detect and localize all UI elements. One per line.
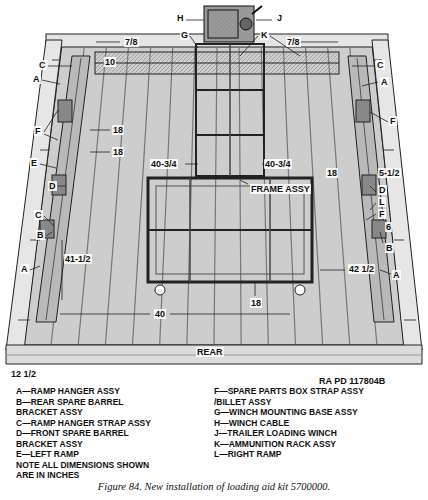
dimension-label: 40-3/4	[150, 159, 178, 169]
callout-letter: D	[48, 181, 57, 191]
key-entry: B—REAR SPARE BARREL BRACKET ASSY	[16, 397, 166, 418]
key-entry: E—LEFT RAMP	[16, 449, 166, 460]
key-entry: L—RIGHT RAMP	[214, 449, 379, 460]
key-entry: NOTE ALL DIMENSIONS SHOWN ARE IN INCHES	[16, 460, 166, 481]
callout-letter: 18	[112, 147, 124, 157]
callout-letter: 18	[112, 125, 124, 135]
callout-letter: 18	[326, 168, 338, 178]
dimension-label: 7/8	[124, 37, 139, 47]
key-entry: H—WINCH CABLE	[214, 418, 379, 429]
callout-letter: B	[385, 243, 394, 253]
key-entry: A—RAMP HANGER ASSY	[16, 386, 166, 397]
legend-column: F—SPARE PARTS BOX STRAP ASSY /BILLET ASS…	[214, 386, 414, 460]
callout-letter: 18	[250, 298, 262, 308]
callout-letter: C	[34, 210, 43, 220]
legend-column: A—RAMP HANGER ASSYB—REAR SPARE BARREL BR…	[16, 386, 201, 481]
key-entry: C—RAMP HANGER STRAP ASSY	[16, 418, 166, 429]
callout-letter: K	[260, 30, 269, 40]
callout-letter: C	[38, 60, 47, 70]
callout-letter: H	[176, 13, 185, 23]
callout-letter: L	[378, 197, 386, 207]
callout-letter: 6	[385, 222, 392, 232]
dimension-label: 5-1/2	[378, 168, 401, 178]
dimension-label: RA PD 117804B	[318, 376, 386, 386]
callout-letter: A	[32, 74, 41, 84]
dimension-label: 40-3/4	[264, 159, 292, 169]
dimension-label: REAR	[196, 347, 224, 357]
callout-letter: 40	[154, 309, 166, 319]
dimension-label: 41-1/2	[64, 254, 92, 264]
callout-letter: F	[378, 209, 386, 219]
callout-letter: A	[20, 264, 29, 274]
callout-letter: A	[392, 270, 401, 280]
dimension-label: 42 1/2	[348, 264, 375, 274]
callout-letter: G	[180, 30, 189, 40]
figure-caption: Figure 84. New installation of loading a…	[0, 481, 428, 492]
callout-letter: D	[378, 185, 387, 195]
callout-letter: 10	[104, 57, 116, 67]
callout-letter: E	[30, 158, 38, 168]
callout-letter: J	[276, 13, 283, 23]
dimension-label: 7/8	[286, 37, 301, 47]
key-entry: D—FRONT SPARE BARREL BRACKET ASSY	[16, 428, 166, 449]
dimension-label: FRAME ASSY	[250, 184, 311, 194]
key-entry: K—AMMUNITION RACK ASSY	[214, 439, 379, 450]
key-entry: G—WINCH MOUNTING BASE ASSY	[214, 407, 379, 418]
callout-letter: F	[389, 116, 397, 126]
callout-letter: B	[36, 230, 45, 240]
callout-letter: C	[376, 60, 385, 70]
key-entry: F—SPARE PARTS BOX STRAP ASSY /BILLET ASS…	[214, 386, 379, 407]
dimension-label: 12 1/2	[10, 369, 37, 379]
callout-letter: A	[380, 77, 389, 87]
callout-letter: F	[34, 126, 42, 136]
key-entry: J—TRAILER LOADING WINCH	[214, 428, 379, 439]
